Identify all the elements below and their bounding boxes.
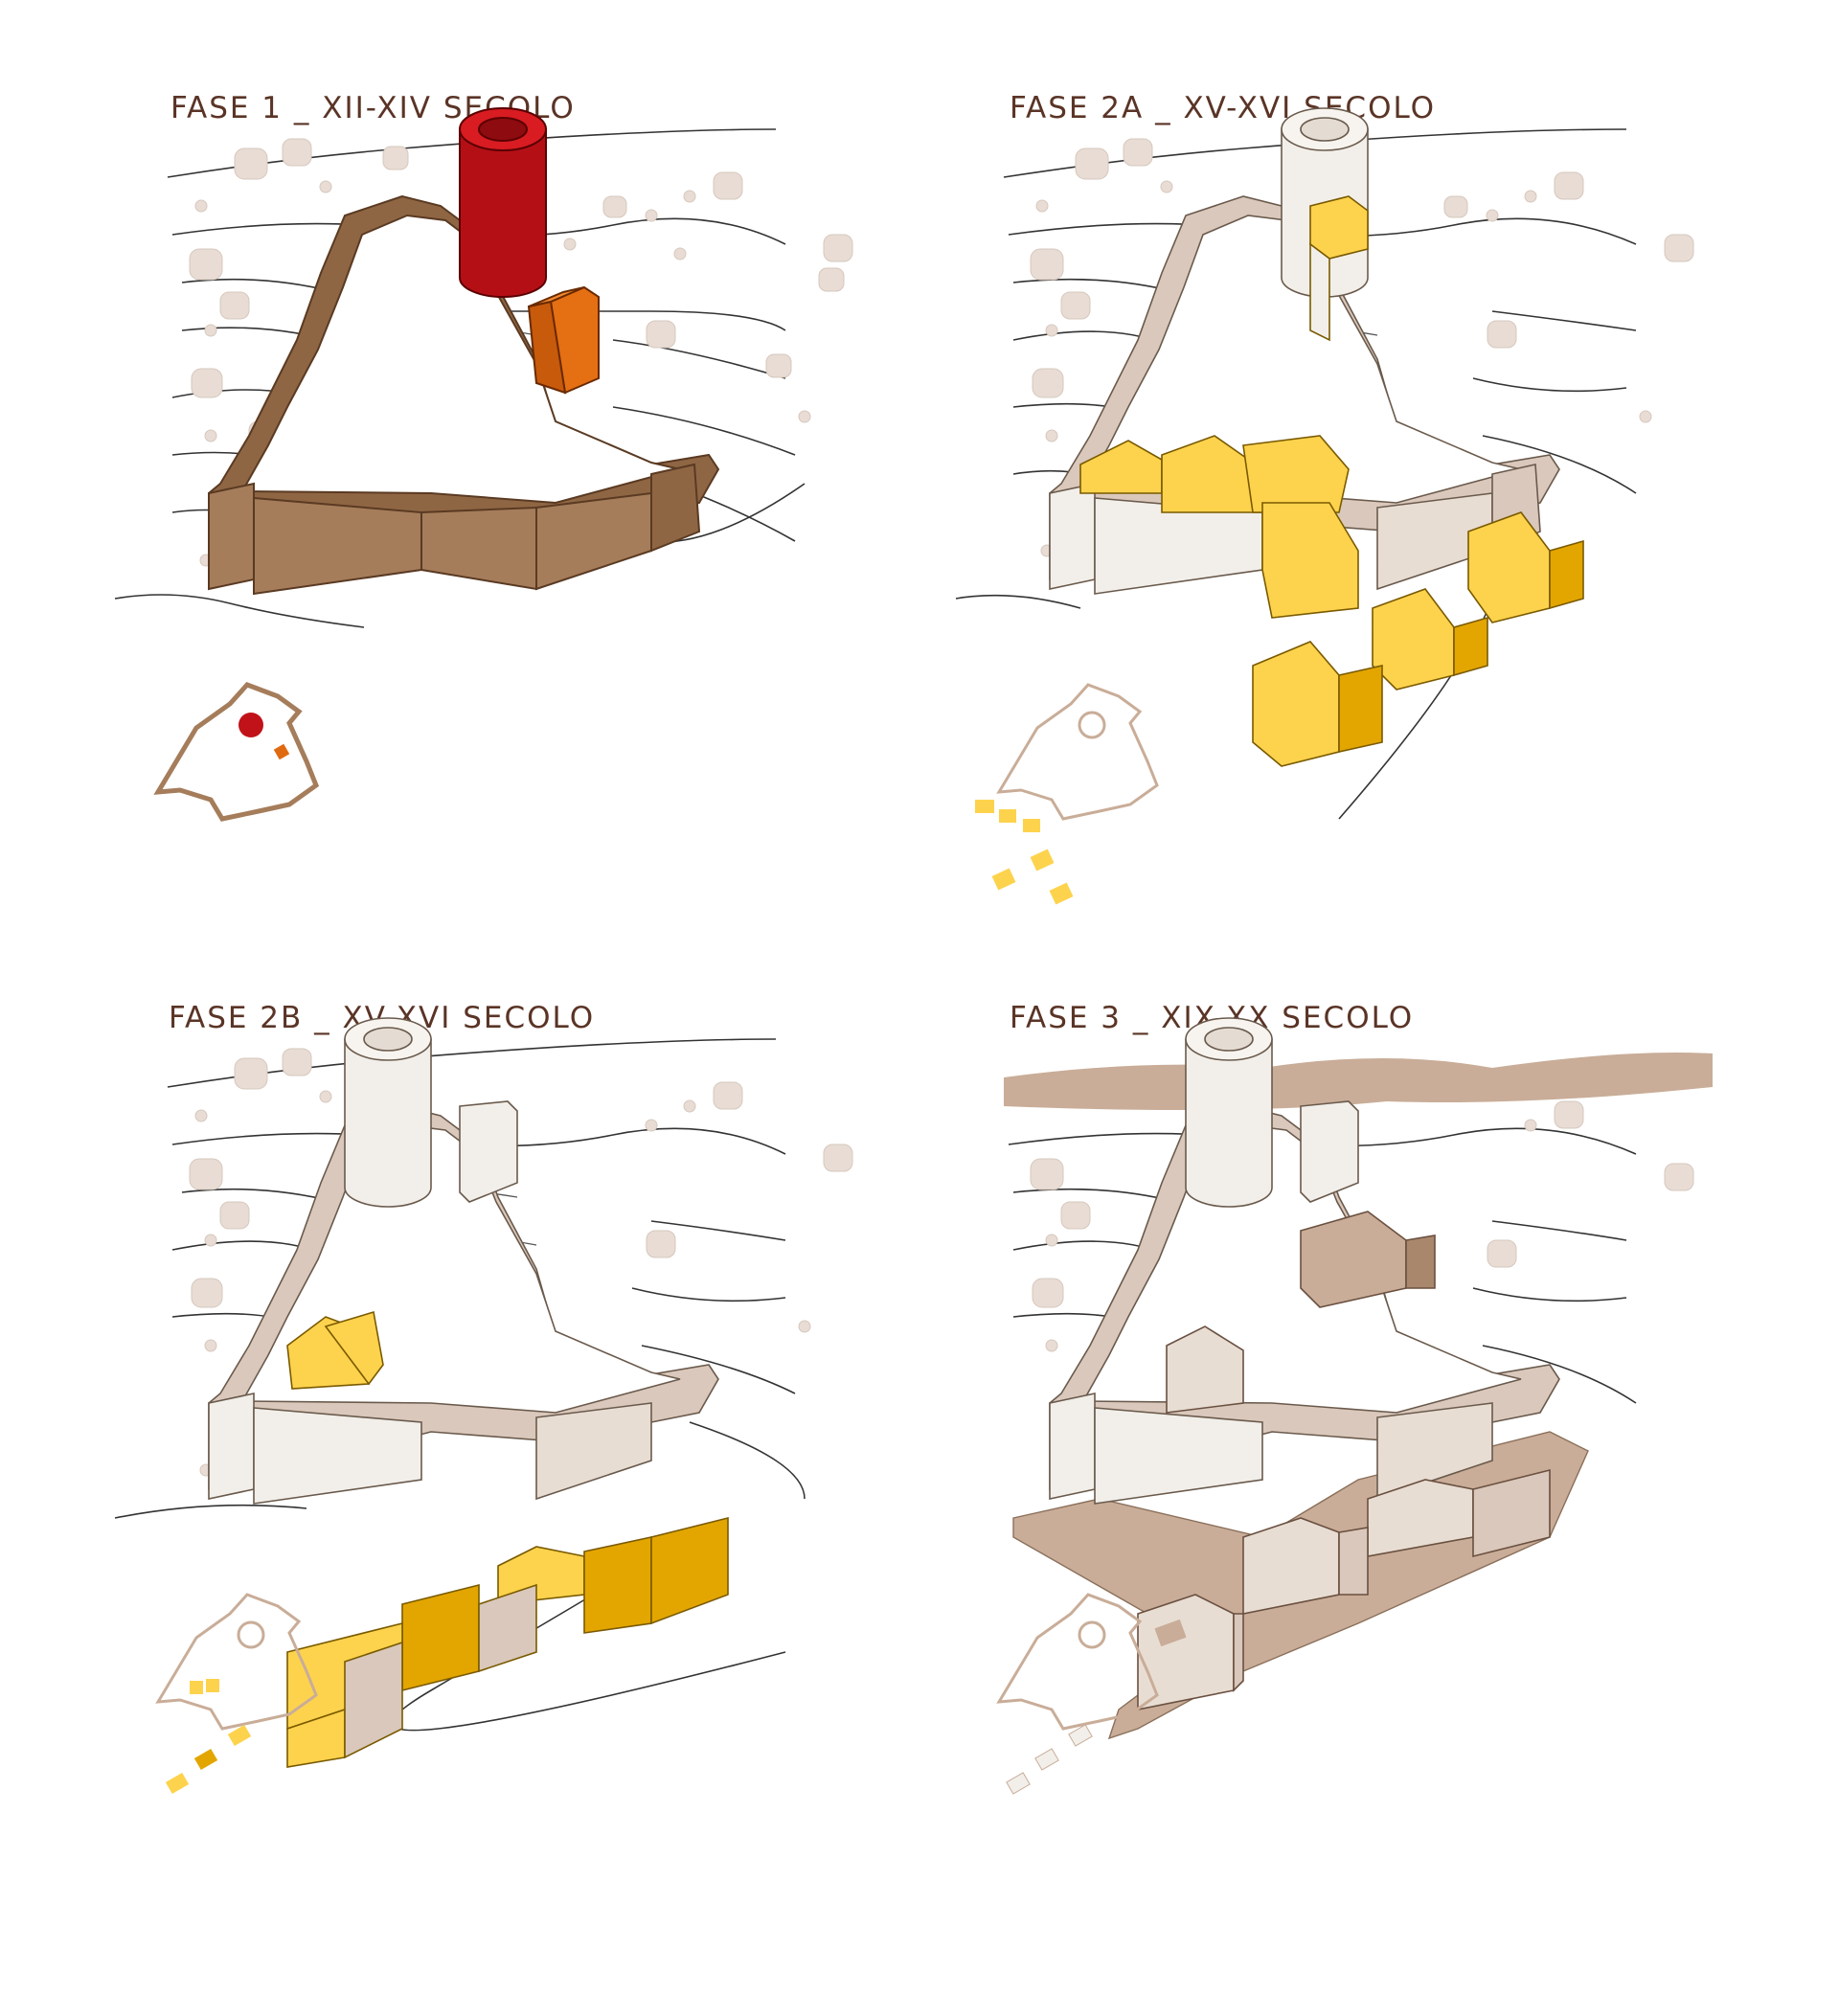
trees [189, 1048, 853, 1477]
annex-phase-1 [527, 285, 600, 395]
phase-1-drawing [114, 107, 853, 822]
panel-phase-2b: FASE 2B _ XV-XVI SECOLO [114, 1001, 1015, 1959]
trees [1030, 1100, 1694, 1352]
tower [344, 1017, 432, 1208]
fortification-walls [1049, 1100, 1560, 1505]
phase-2a-drawing [955, 107, 1694, 905]
later-buildings [1137, 1211, 1551, 1710]
key-plan-phase-2b [155, 1593, 318, 1795]
tower [1185, 1017, 1273, 1208]
panel-phase-1: FASE 1 _ XII-XIV SECOLO [114, 91, 1015, 1049]
panel-phase-2a: FASE 2A _ XV-XVI SECOLO [955, 91, 1839, 1049]
panel-phase-3: FASE 3 _ XIX-XX SECOLO [956, 1001, 1839, 1959]
trees [1030, 138, 1694, 557]
hillside-band [1004, 1053, 1713, 1110]
key-plan-phase-1 [153, 682, 320, 822]
fortification-walls [208, 1100, 719, 1505]
key-plan-phase-3 [996, 1593, 1187, 1795]
key-plan-phase-2a [975, 683, 1159, 905]
new-buildings-phase-2a [1079, 195, 1584, 767]
tower-phase-1 [459, 107, 547, 298]
phase-3-drawing [996, 1017, 1713, 1795]
phase-2b-drawing [114, 1017, 853, 1795]
new-buildings-phase-2b [286, 1310, 729, 1768]
fortification-walls [208, 194, 720, 596]
